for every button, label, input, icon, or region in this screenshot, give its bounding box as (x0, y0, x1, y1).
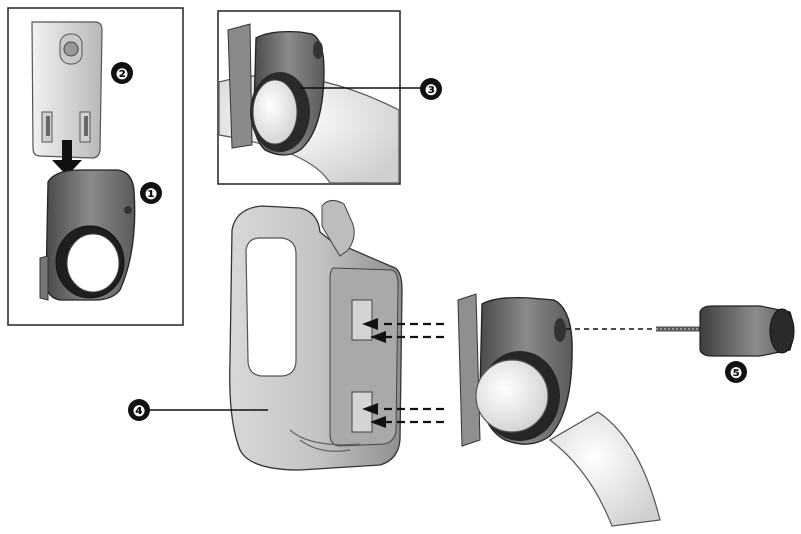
callout-2: ❷ (111, 62, 133, 84)
callout-4-label: ❹ (133, 402, 146, 420)
callout-1: ❶ (140, 182, 162, 204)
mounting-plate (31, 21, 103, 159)
callout-5-label: ❺ (730, 364, 743, 382)
callout-2-label: ❷ (116, 65, 129, 83)
arrow-down-icon (52, 140, 82, 176)
dashed-arrow-left-icon (384, 322, 448, 424)
inset-panel-plate: ❷ ❶ (7, 7, 184, 326)
thumb-screw-knob (656, 305, 795, 357)
inset-panel-rubber: ❸ (217, 10, 442, 185)
callout-4: ❹ (128, 399, 150, 421)
device-cradle (229, 200, 403, 471)
clamp-body (39, 169, 136, 301)
handlebar-clamp-assembly (457, 293, 661, 527)
callout-3: ❸ (420, 78, 442, 100)
callout-3-label: ❸ (425, 81, 438, 99)
callout-5: ❺ (725, 361, 747, 383)
callout-1-label: ❶ (145, 185, 158, 203)
